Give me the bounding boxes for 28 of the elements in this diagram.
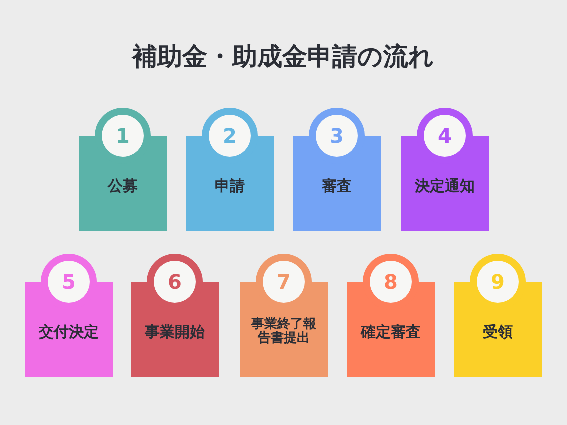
step-label: 事業終了報告書提出 (250, 318, 318, 346)
step-number: 2 (222, 123, 238, 150)
step-number: 1 (115, 123, 131, 150)
step-number: 9 (490, 269, 506, 296)
step-card (79, 108, 167, 231)
step-card (240, 254, 328, 377)
step-number: 7 (276, 269, 292, 296)
step-number: 3 (329, 123, 345, 150)
step-card (131, 254, 219, 377)
step-label: 確定審査 (361, 324, 421, 340)
step-number: 4 (437, 123, 453, 150)
step-card (25, 254, 113, 377)
step-label: 審査 (322, 178, 352, 194)
title: 補助金・助成金申請の流れ (132, 41, 434, 73)
step-card (347, 254, 435, 377)
step-card (293, 108, 381, 231)
step-number: 5 (61, 269, 77, 296)
step-label: 事業開始 (145, 324, 205, 340)
step-card (401, 108, 489, 231)
step-label: 受領 (483, 324, 513, 340)
step-number: 8 (383, 269, 399, 296)
step-card (454, 254, 542, 377)
step-card (186, 108, 274, 231)
step-label: 申請 (215, 178, 245, 194)
step-number: 6 (167, 269, 183, 296)
step-label: 公募 (108, 178, 138, 194)
step-label: 交付決定 (39, 324, 99, 340)
step-label: 決定通知 (415, 178, 475, 194)
